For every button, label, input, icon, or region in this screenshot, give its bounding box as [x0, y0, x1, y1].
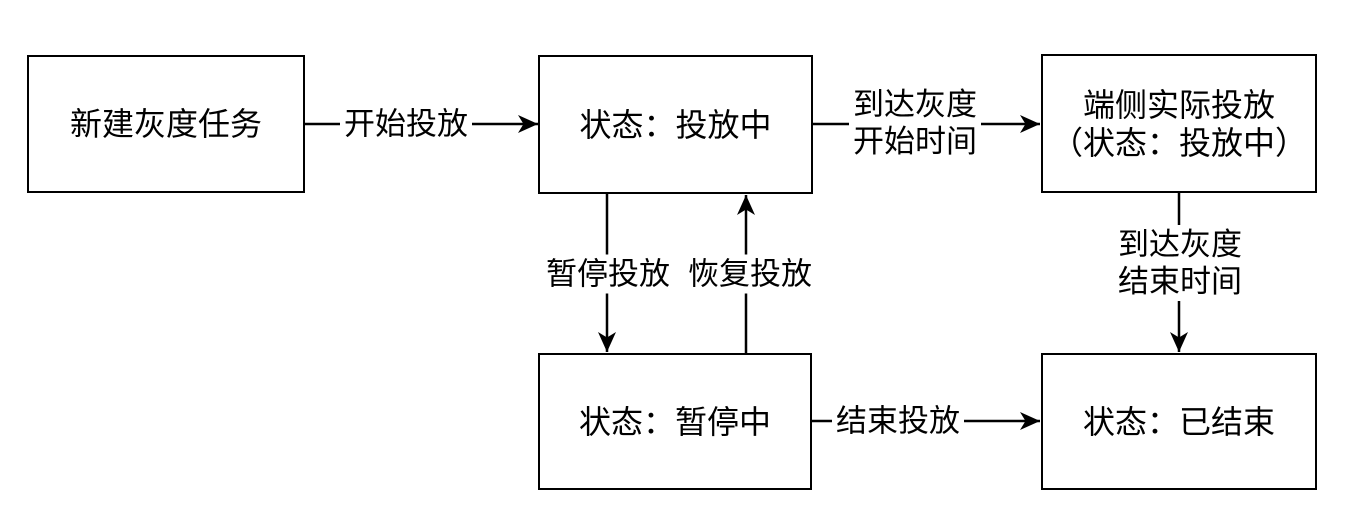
node-label: 状态：投放中: [579, 106, 772, 143]
node-status-ended: 状态：已结束: [1041, 353, 1317, 490]
node-new-gray-task: 新建灰度任务: [27, 55, 305, 193]
node-label: 新建灰度任务: [69, 106, 262, 142]
node-label: 状态：暂停中: [578, 403, 771, 440]
node-status-delivering: 状态：投放中: [538, 55, 813, 194]
node-label: 端侧实际投放 （状态：投放中）: [1050, 86, 1307, 161]
edge-label-reach-gray-end-time: 到达灰度 结束时间: [1114, 225, 1246, 301]
node-client-actual-delivery: 端侧实际投放 （状态：投放中）: [1041, 54, 1317, 193]
edge-label-end-delivery: 结束投放: [832, 401, 964, 441]
edge-label-reach-gray-start-time: 到达灰度 开始时间: [849, 85, 981, 161]
edge-label-pause-delivery: 暂停投放: [542, 254, 674, 294]
node-status-paused: 状态：暂停中: [538, 353, 812, 490]
node-label: 状态：已结束: [1082, 403, 1275, 440]
edge-label-resume-delivery: 恢复投放: [684, 254, 816, 294]
edge-label-start-delivery: 开始投放: [340, 104, 472, 144]
